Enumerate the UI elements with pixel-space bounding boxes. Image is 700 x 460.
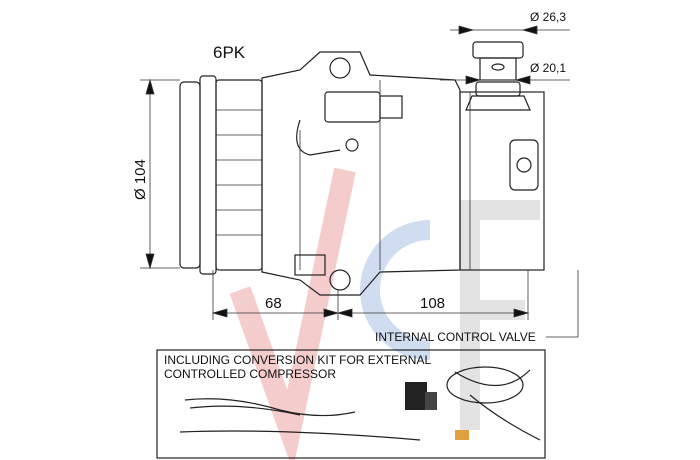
rear-housing — [459, 91, 545, 271]
port-fittings — [465, 41, 531, 111]
kit-text-line-2: CONTROLLED COMPRESSOR — [164, 367, 336, 381]
conversion-kit-box — [156, 349, 546, 459]
dimension-68-label: 68 — [265, 295, 282, 312]
dimension-lines — [140, 25, 579, 338]
compressor-body — [261, 51, 461, 296]
pulley-diameter-label: Ø 104 — [132, 159, 149, 200]
kit-text-line-1: INCLUDING CONVERSION KIT FOR EXTERNAL — [164, 353, 431, 367]
internal-control-valve-label: INTERNAL CONTROL VALVE — [375, 330, 536, 344]
port-diameter-large-label: Ø 26,3 — [530, 10, 566, 24]
belt-label: 6PK — [213, 43, 246, 62]
pulley — [179, 75, 263, 275]
dimension-108-label: 108 — [420, 295, 445, 312]
watermark — [229, 167, 540, 460]
port-diameter-small-label: Ø 20,1 — [530, 61, 566, 75]
